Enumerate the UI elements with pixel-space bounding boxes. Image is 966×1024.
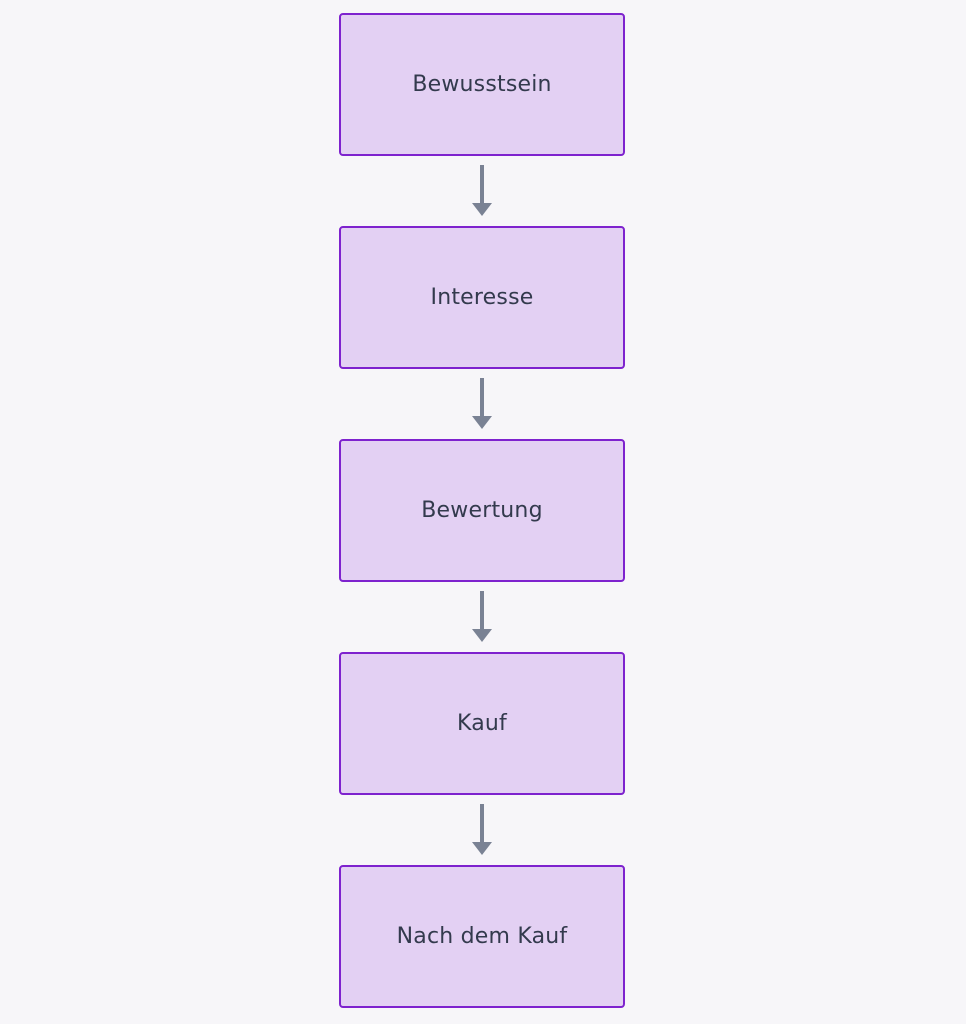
node-label: Bewusstsein [412,72,552,97]
node-label: Nach dem Kauf [396,924,568,949]
node-nach-dem-kauf: Nach dem Kauf [339,865,625,1008]
arrow-down-icon [472,591,492,642]
node-bewertung: Bewertung [339,439,625,582]
node-interesse: Interesse [339,226,625,369]
node-label: Interesse [430,285,534,310]
node-label: Bewertung [421,498,543,523]
arrow-down-icon [472,804,492,855]
node-label: Kauf [456,711,507,736]
arrow-down-icon [472,378,492,429]
arrow-down-icon [472,165,492,216]
node-bewusstsein: Bewusstsein [339,13,625,156]
node-kauf: Kauf [339,652,625,795]
